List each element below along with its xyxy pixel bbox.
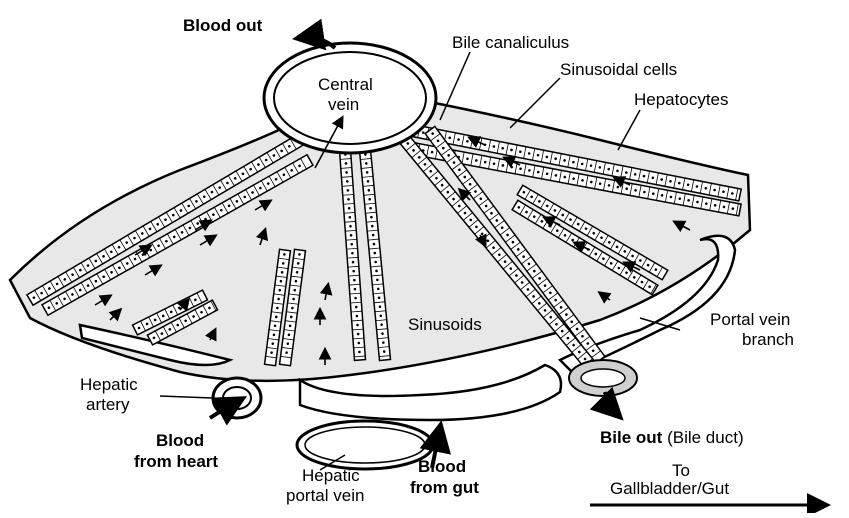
bile-canaliculus-label: Bile canaliculus (452, 33, 569, 52)
hepatic-portal-vein-label-line2: portal vein (286, 486, 364, 505)
central-vein-label-line1: Central (318, 75, 373, 94)
to-label: To (672, 461, 690, 480)
portal-vein-branch-label-line2: branch (742, 330, 794, 349)
central-vein-label-line2: vein (328, 95, 359, 114)
sinusoidal-cells-label: Sinusoidal cells (560, 60, 677, 79)
blood-from-gut-label-line1: Blood (418, 457, 466, 476)
bile-out-label: Bile out (Bile duct) (600, 428, 744, 447)
hepatocytes-label: Hepatocytes (634, 90, 729, 109)
hepatic-portal-vein-ellipse (297, 421, 433, 469)
portal-vein-branch-label-line1: Portal vein (710, 310, 790, 329)
gallbladder-gut-label: Gallbladder/Gut (610, 479, 729, 498)
bile-out-bold: Bile out (600, 428, 663, 447)
blood-out-label: Blood out (183, 16, 263, 35)
blood-from-heart-label-line1: Blood (156, 431, 204, 450)
hepatic-portal-vein-label-line1: Hepatic (302, 466, 360, 485)
bile-duct (569, 360, 637, 396)
bile-duct-label: (Bile duct) (667, 428, 744, 447)
hepatic-artery-label-line2: artery (86, 395, 130, 414)
blood-from-heart-label-line2: from heart (134, 452, 218, 471)
hepatic-artery-label-line1: Hepatic (80, 375, 138, 394)
blood-from-gut-label-line2: from gut (410, 478, 479, 497)
sinusoids-label: Sinusoids (408, 315, 482, 334)
